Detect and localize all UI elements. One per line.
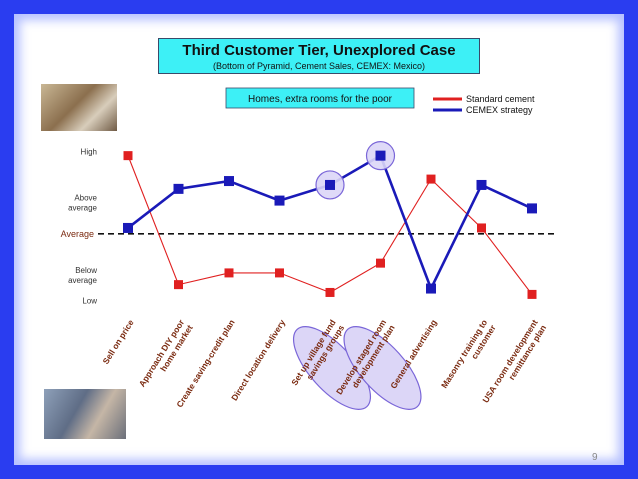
standard-cement-marker	[224, 268, 234, 278]
page-number: 9	[592, 452, 598, 463]
category-label: Approach DIY poorhome market	[137, 317, 195, 394]
cemex-strategy-marker	[123, 222, 133, 233]
cemex-strategy-marker	[527, 203, 537, 214]
cemex-strategy-marker	[375, 150, 386, 161]
standard-cement-marker	[275, 268, 284, 278]
slide-subtitle: (Bottom of Pyramid, Cement Sales, CEMEX:…	[212, 61, 426, 71]
standard-cement-marker	[477, 223, 486, 233]
cemex-strategy-marker	[173, 183, 184, 194]
category-label: Sell on price	[100, 318, 135, 366]
photo-woman-with-cement-bags	[44, 389, 126, 439]
cemex-strategy-marker	[224, 176, 234, 187]
annotation-text: Homes, extra rooms for the poor	[248, 94, 393, 105]
standard-cement-marker	[325, 287, 335, 297]
photo-people-at-table	[41, 84, 117, 131]
y-tick-label-average: Average	[61, 229, 94, 239]
standard-cement-marker	[174, 280, 183, 290]
category-highlight-ellipse	[343, 326, 422, 410]
title-box: Third Customer Tier, Unexplored Case (Bo…	[158, 38, 480, 74]
legend-label-standard-cement: Standard cement	[466, 94, 535, 104]
slide-title: Third Customer Tier, Unexplored Case	[182, 42, 456, 59]
y-tick-label: Low	[82, 296, 97, 305]
legend-label-cemex-strategy: CEMEX strategy	[466, 105, 533, 115]
y-tick-label: High	[81, 148, 97, 157]
cemex-strategy-marker	[325, 179, 335, 190]
cemex-strategy-marker	[476, 179, 487, 190]
cemex-strategy-marker	[426, 283, 436, 294]
standard-cement-marker	[123, 151, 133, 161]
cemex-strategy-marker	[274, 195, 285, 206]
standard-cement-marker	[376, 258, 385, 268]
standard-cement-marker	[426, 174, 436, 184]
annotation-box	[225, 87, 415, 109]
standard-cement-marker	[527, 289, 537, 299]
category-label: Direct location delivery	[229, 318, 287, 403]
